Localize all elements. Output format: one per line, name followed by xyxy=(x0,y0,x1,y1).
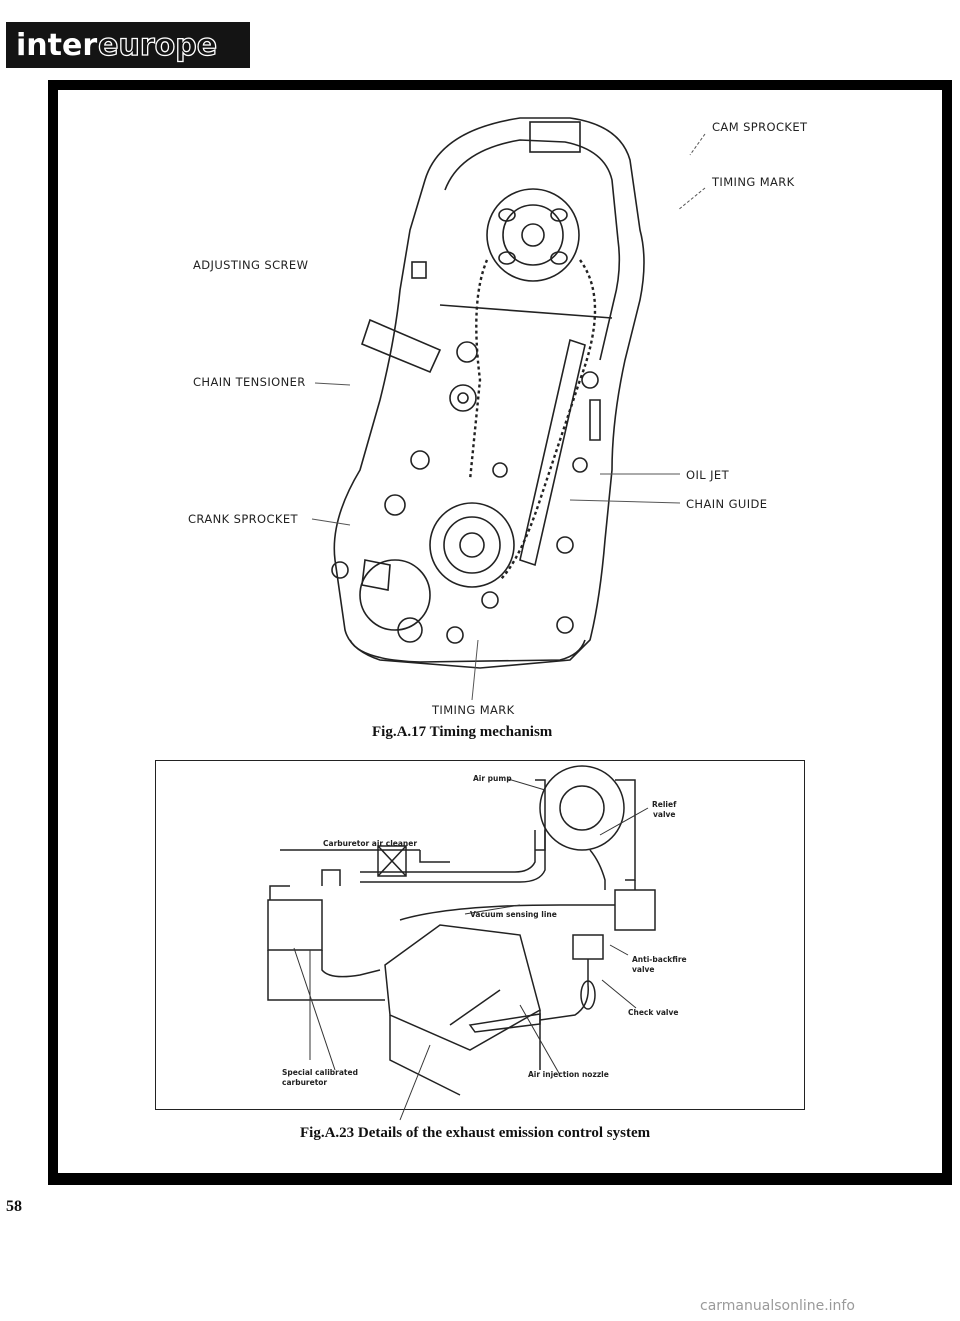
label-relief-valve-line1: Relief xyxy=(652,800,677,809)
page-number: 58 xyxy=(6,1198,22,1215)
label-cam-sprocket: CAM SPROCKET xyxy=(712,120,808,134)
label-special-carburetor-line1: Special calibrated xyxy=(282,1068,358,1077)
label-air-pump: Air pump xyxy=(473,774,512,783)
label-vacuum-sensing-line: Vacuum sensing line xyxy=(470,910,557,919)
page-frame xyxy=(48,80,952,1185)
brand-text-europe: europe xyxy=(97,27,218,63)
label-oil-jet: OIL JET xyxy=(686,468,729,482)
label-timing-mark-bottom: TIMING MARK xyxy=(432,703,515,717)
label-chain-guide: CHAIN GUIDE xyxy=(686,497,768,511)
label-carburetor-air-cleaner: Carburetor air cleaner xyxy=(323,839,418,848)
label-anti-backfire-line2: valve xyxy=(632,965,655,974)
label-timing-mark-top: TIMING MARK xyxy=(712,175,795,189)
watermark: carmanualsonline.info xyxy=(700,1298,855,1314)
label-relief-valve-line2: valve xyxy=(653,810,676,819)
brand-text-inter: inter xyxy=(16,27,98,63)
label-special-carburetor-line2: carburetor xyxy=(282,1078,328,1087)
emission-diagram-box xyxy=(155,760,805,1110)
label-air-injection-nozzle: Air injection nozzle xyxy=(528,1070,609,1079)
label-chain-tensioner: CHAIN TENSIONER xyxy=(193,375,306,389)
label-adjusting-screw: ADJUSTING SCREW xyxy=(193,258,309,272)
label-check-valve: Check valve xyxy=(628,1008,679,1017)
figure1-caption: Fig.A.17 Timing mechanism xyxy=(372,724,553,740)
label-crank-sprocket: CRANK SPROCKET xyxy=(188,512,298,526)
figure2-caption: Fig.A.23 Details of the exhaust emission… xyxy=(300,1125,651,1141)
label-anti-backfire-line1: Anti-backfire xyxy=(632,955,687,964)
